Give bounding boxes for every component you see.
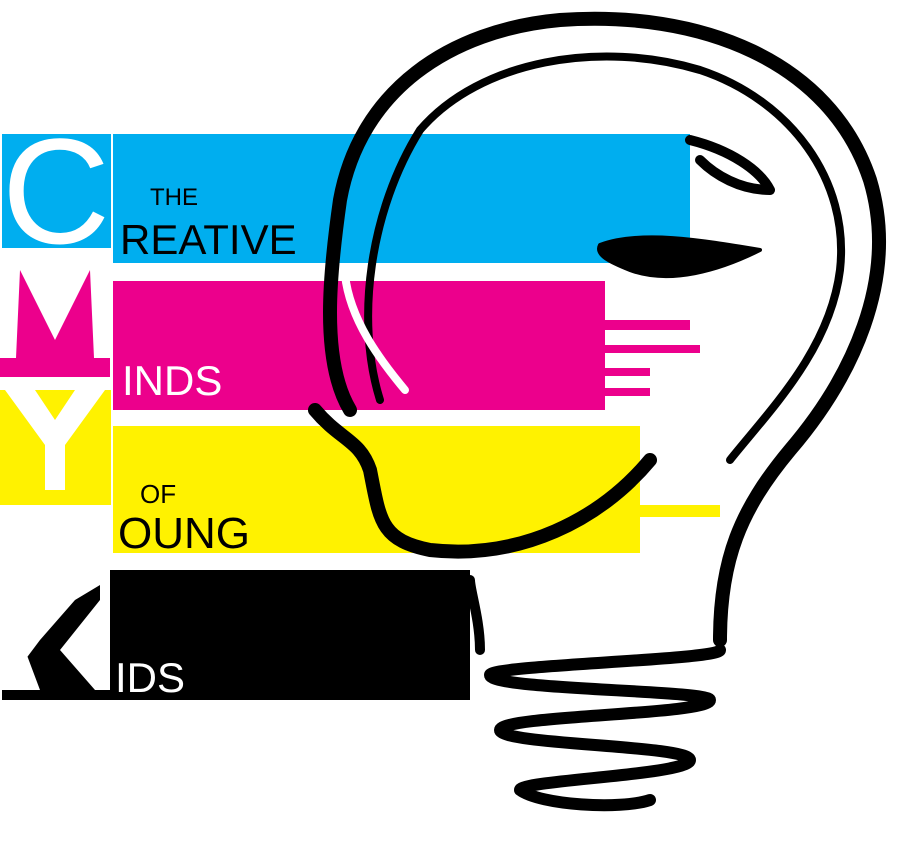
word-oung: OUNG (118, 509, 250, 558)
initial-k (2, 585, 110, 700)
word-ids: IDS (115, 654, 185, 701)
initial-y (0, 390, 111, 505)
svg-text:C: C (2, 107, 110, 275)
word-of: OF (140, 479, 176, 509)
word-reative: REATIVE (120, 216, 297, 263)
word-the: THE (150, 184, 198, 211)
lightbulb-icon (308, 11, 886, 812)
black-bar (110, 570, 470, 700)
word-inds: INDS (122, 357, 222, 404)
initial-c: C (2, 107, 111, 275)
initial-m (0, 270, 111, 378)
magenta-bar (113, 281, 605, 410)
